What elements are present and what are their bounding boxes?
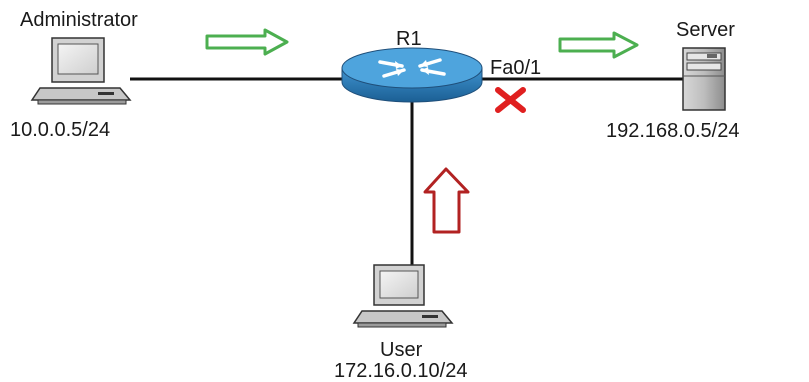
traffic-arrow-right-icon (205, 28, 289, 56)
router-label: R1 (396, 28, 422, 50)
blocked-x-mark-icon (495, 87, 526, 113)
administrator-pc-icon (30, 37, 132, 105)
server-ip-label: 192.168.0.5/24 (606, 120, 740, 142)
traffic-arrow-right-icon (558, 31, 639, 59)
router-interface-label: Fa0/1 (490, 57, 542, 79)
user-ip-label: 172.16.0.10/24 (334, 360, 468, 382)
user-label: User (380, 339, 423, 361)
server-tower-icon (682, 47, 726, 111)
user-pc-icon (352, 264, 454, 328)
server-label: Server (676, 19, 735, 41)
administrator-label: Administrator (20, 9, 138, 31)
traffic-arrow-up-icon (423, 167, 470, 234)
administrator-ip-label: 10.0.0.5/24 (10, 119, 111, 141)
router-r1-icon (341, 47, 483, 103)
